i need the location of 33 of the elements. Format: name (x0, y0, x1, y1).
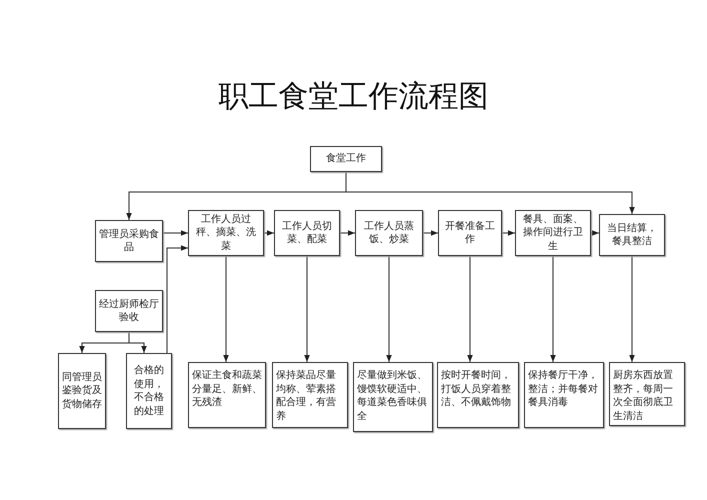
arrow (223, 256, 229, 362)
arrow (550, 256, 556, 362)
process-box: 保持餐厅干净，整洁；并每餐对餐具消毒 (524, 362, 604, 428)
arrow (502, 230, 516, 236)
process-box: 餐具、面案、操作间进行卫生 (515, 210, 591, 256)
arrow (386, 256, 392, 362)
process-box: 食堂工作 (310, 146, 382, 172)
process-box: 经过厨师检厅验收 (95, 290, 163, 332)
arrow (264, 230, 274, 236)
arrow (304, 256, 310, 362)
arrow (422, 230, 438, 236)
arrow (629, 256, 635, 362)
arrow (590, 230, 600, 236)
process-box: 管理员采购食品 (95, 220, 163, 262)
arrow (162, 230, 188, 236)
process-box: 工作人员蒸饭、炒菜 (355, 210, 423, 256)
process-box: 工作人员切菜、配菜 (274, 210, 340, 256)
process-box: 合格的使用，不合格的处理 (126, 353, 172, 429)
process-box: 保持菜品尽量均称、荤素搭配合理，有营养 (272, 362, 348, 428)
process-box: 保证主食和蔬菜分量足、新鲜、无残渣 (188, 362, 266, 428)
arrow (467, 256, 473, 362)
process-box: 当日结算，餐具整洁 (599, 214, 665, 256)
arrow (166, 245, 188, 354)
process-box: 同管理员鉴验货及货物储存 (58, 353, 106, 429)
process-box: 厨房东西放置整齐，每周一次全面彻底卫生清洁 (609, 362, 685, 426)
process-box: 工作人员过秤、摘菜、洗菜 (188, 210, 264, 256)
title: 职工食堂工作流程图 (218, 78, 490, 116)
process-box: 尽量做到米饭、馒馍软硬适中、每道菜色香味俱全 (353, 362, 433, 432)
arrow (346, 172, 635, 214)
process-box: 按时开餐时间，打饭人员穿着整洁、不佩戴饰物 (437, 362, 519, 428)
process-box: 开餐准备工作 (438, 210, 502, 256)
arrow (340, 230, 356, 236)
arrow (128, 332, 147, 354)
